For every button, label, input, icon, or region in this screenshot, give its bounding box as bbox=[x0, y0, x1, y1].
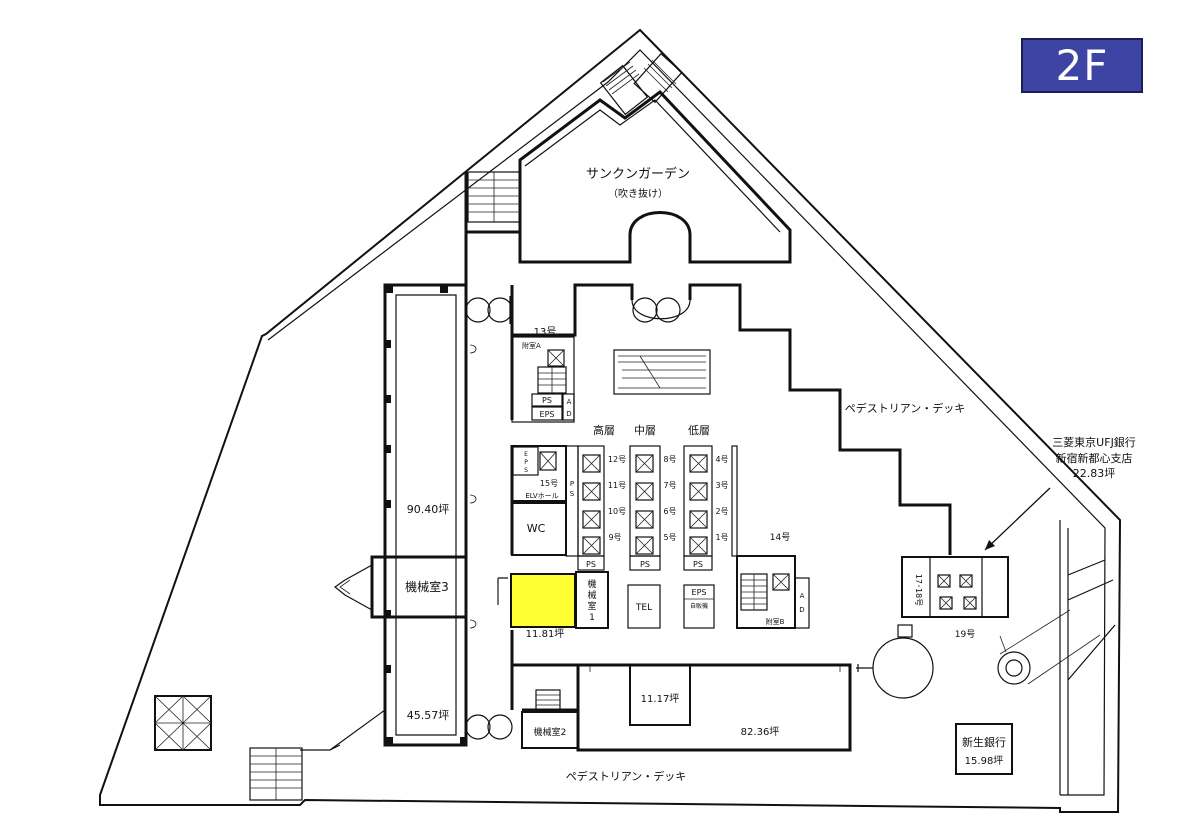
svg-text:EPS: EPS bbox=[692, 588, 707, 597]
svg-text:機: 機 bbox=[587, 578, 596, 590]
stair-upper-left bbox=[467, 171, 521, 223]
svg-text:11号: 11号 bbox=[608, 481, 626, 490]
south-zone-outline bbox=[522, 663, 852, 752]
area-southwest-label: 45.57坪 bbox=[407, 709, 450, 722]
bank-name-1: 三菱東京UFJ銀行 bbox=[1052, 435, 1136, 449]
svg-text:PS: PS bbox=[586, 560, 596, 569]
svg-text:A: A bbox=[567, 398, 572, 406]
wc-label: WC bbox=[527, 522, 546, 535]
svg-text:P: P bbox=[524, 459, 528, 466]
mid-rise-label: 中層 bbox=[634, 424, 656, 437]
elevator-17-18: 17･18号 bbox=[901, 556, 1009, 618]
svg-text:PS: PS bbox=[693, 560, 703, 569]
svg-text:7号: 7号 bbox=[663, 481, 676, 490]
bank-area: 22.83坪 bbox=[1073, 467, 1116, 480]
floor-badge: 2F bbox=[1021, 38, 1143, 93]
svg-text:6号: 6号 bbox=[663, 507, 676, 516]
svg-text:D: D bbox=[566, 410, 571, 418]
svg-text:S: S bbox=[524, 467, 528, 474]
ante-room-b-label: 附室B bbox=[766, 617, 785, 626]
svg-text:8号: 8号 bbox=[663, 455, 676, 464]
stair-13: 13号 附室A PS EPS A D bbox=[511, 326, 575, 423]
building-outline bbox=[99, 28, 1122, 813]
shinsei-area-label: 15.98坪 bbox=[965, 754, 1004, 767]
deck-right-label: ペデストリアン・デッキ bbox=[845, 401, 966, 415]
no13-label: 13号 bbox=[534, 326, 557, 338]
machine-room-1: 機 械 室 1 bbox=[575, 571, 609, 629]
vending-label: 自販機 bbox=[690, 602, 708, 610]
svg-text:5号: 5号 bbox=[663, 533, 676, 542]
elevator-core: E P S 15号 ELVホール P S WC 12号 11号 10号 9号 P… bbox=[511, 445, 738, 571]
svg-text:P: P bbox=[570, 480, 574, 488]
machine-room-3-label: 機械室3 bbox=[405, 579, 449, 594]
no19-label: 19号 bbox=[955, 629, 975, 640]
svg-text:12号: 12号 bbox=[608, 455, 626, 464]
sunken-garden-outline bbox=[518, 90, 792, 264]
svg-text:3号: 3号 bbox=[715, 481, 728, 490]
svg-text:PS: PS bbox=[542, 396, 552, 405]
sunken-garden-label: サンクンガーデン bbox=[586, 166, 690, 182]
high-rise-label: 高層 bbox=[593, 423, 615, 437]
shinsei-bank-label: 新生銀行 bbox=[962, 735, 1006, 749]
machine-room-2: 機械室2 bbox=[521, 689, 579, 749]
void-label: （吹き抜け） bbox=[608, 187, 668, 200]
right-ramp bbox=[997, 520, 1116, 795]
tel-label: TEL bbox=[635, 603, 652, 613]
svg-text:D: D bbox=[799, 606, 804, 614]
svg-text:10号: 10号 bbox=[608, 507, 626, 516]
stair-14: 14号 A D 附室B bbox=[736, 532, 810, 629]
skylight bbox=[154, 695, 212, 751]
svg-text:E: E bbox=[524, 451, 528, 458]
svg-text:1号: 1号 bbox=[715, 533, 728, 542]
area-west-label: 90.40坪 bbox=[407, 503, 450, 516]
bank-name-2: 新宿新都心支店 bbox=[1056, 451, 1133, 465]
svg-text:9号: 9号 bbox=[608, 533, 621, 542]
area-south-label: 82.36坪 bbox=[741, 725, 780, 738]
svg-text:1: 1 bbox=[589, 613, 595, 623]
svg-text:EPS: EPS bbox=[540, 410, 555, 419]
svg-text:4号: 4号 bbox=[715, 455, 728, 464]
low-rise-label: 低層 bbox=[688, 424, 710, 437]
area-yellow-label: 11.81坪 bbox=[526, 627, 565, 640]
area-small-label: 11.17坪 bbox=[641, 692, 680, 705]
no14-label: 14号 bbox=[770, 532, 790, 543]
svg-text:室: 室 bbox=[587, 600, 596, 612]
machine-room-2-label: 機械室2 bbox=[534, 726, 567, 738]
highlighted-space bbox=[510, 573, 576, 628]
elv-hall-label: ELVホール bbox=[525, 492, 558, 500]
svg-text:PS: PS bbox=[640, 560, 650, 569]
no15-label: 15号 bbox=[540, 479, 558, 488]
shinsei-bank: 新生銀行 15.98坪 bbox=[955, 723, 1013, 775]
escalator bbox=[613, 349, 711, 395]
svg-text:S: S bbox=[570, 490, 575, 498]
bank-arrow bbox=[984, 487, 1051, 551]
svg-text:械: 械 bbox=[587, 589, 596, 601]
deck-bottom-label: ペデストリアン・デッキ bbox=[566, 769, 687, 783]
svg-text:A: A bbox=[800, 592, 805, 600]
svg-text:2号: 2号 bbox=[715, 507, 728, 516]
ante-room-a-label: 附室A bbox=[522, 341, 541, 350]
stair-bottom-left bbox=[249, 747, 303, 801]
stair-top-left bbox=[599, 52, 683, 116]
no17-18-label: 17･18号 bbox=[914, 574, 923, 606]
